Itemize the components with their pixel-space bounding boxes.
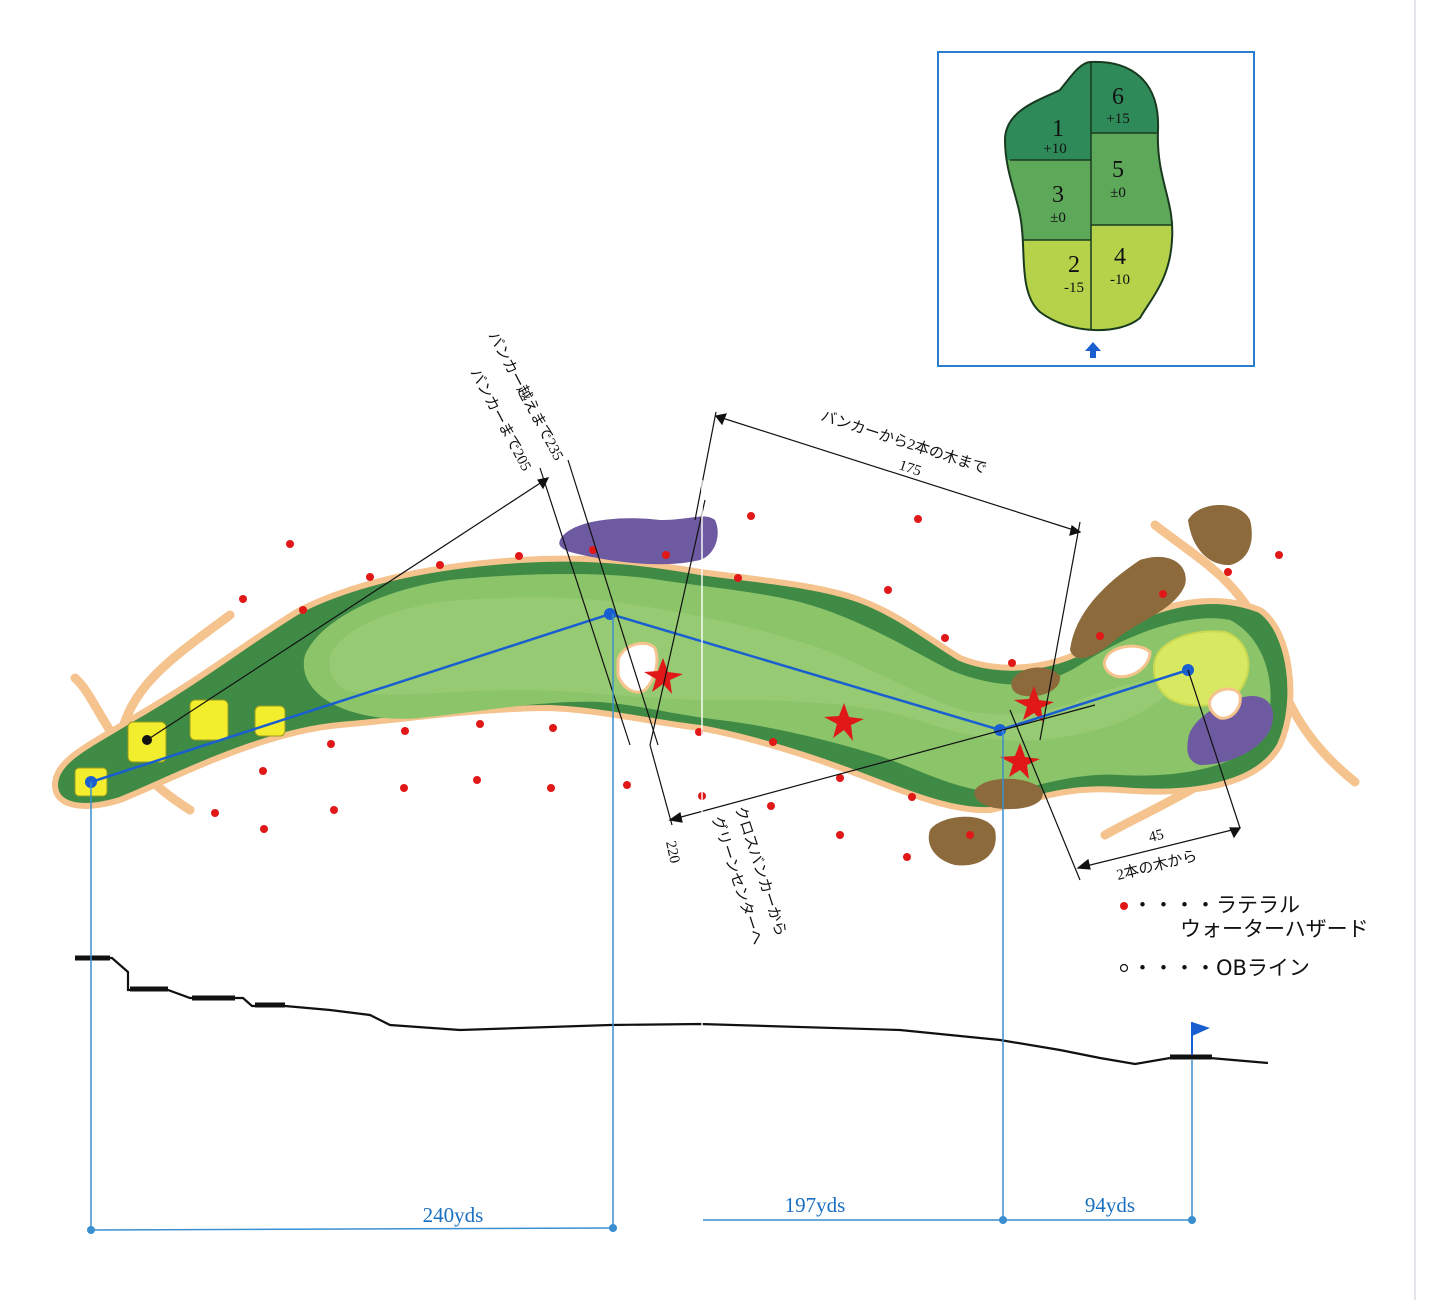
legend: ・・・・ラテラル ウォーターハザード ・・・・OBライン <box>1119 893 1369 980</box>
legend-ob-label: ・・・・OBライン <box>1132 956 1310 980</box>
zone-3-number: 3 <box>1052 182 1064 208</box>
hazard-dots <box>211 512 1283 861</box>
zone-5-modifier: ±0 <box>1110 185 1126 201</box>
tree-cluster-5 <box>928 816 996 866</box>
tee-box-ladies <box>254 705 286 737</box>
zone-2-number: 2 <box>1068 252 1080 278</box>
water-hazard-left <box>559 516 718 565</box>
target-star <box>1000 743 1040 779</box>
zone-3-modifier: ±0 <box>1050 210 1066 226</box>
zone-4-modifier: -10 <box>1110 272 1130 288</box>
target-star <box>824 703 864 741</box>
distance-annotations <box>146 411 1242 881</box>
zone-1-number: 1 <box>1052 116 1064 142</box>
tree-cluster-1 <box>1188 505 1252 566</box>
greenside-bunker-right <box>1208 687 1242 720</box>
putting-green <box>1152 630 1250 707</box>
segment-label-3: 94yds <box>1085 1193 1135 1217</box>
tree-cluster-4 <box>974 778 1043 810</box>
flag-icon <box>1192 1022 1210 1036</box>
label-cross-value: 220 <box>662 840 682 865</box>
zone-2-modifier: -15 <box>1064 280 1084 296</box>
tree-cluster-3 <box>1011 667 1061 697</box>
label-from-trees: 2本の木から <box>1115 847 1199 883</box>
legend-lateral-label: ・・・・ラテラル <box>1132 893 1300 917</box>
zone-5-number: 5 <box>1112 157 1124 183</box>
zone-4-number: 4 <box>1114 244 1126 270</box>
legend-ob-dot <box>1119 963 1129 973</box>
target-star <box>1014 686 1054 722</box>
elevation-profile <box>75 955 1269 1066</box>
target-stars <box>644 658 1054 779</box>
legend-lateral-label-2: ウォーターハザード <box>1180 917 1369 941</box>
up-arrow-icon <box>1085 342 1101 358</box>
segment-label-2: 197yds <box>785 1193 846 1217</box>
hole-layout <box>51 505 1360 866</box>
distance-segments <box>87 614 1196 1234</box>
zone-6-modifier: +15 <box>1106 111 1129 127</box>
label-from-trees-value: 45 <box>1147 827 1165 846</box>
cross-bunker <box>616 641 659 694</box>
legend-lateral-dot <box>1120 902 1128 910</box>
fairway-center <box>329 597 1180 741</box>
water-hazard-right <box>1187 695 1274 765</box>
zone-6-number: 6 <box>1112 84 1124 110</box>
tee-box-regular <box>189 699 229 741</box>
target-star <box>644 658 683 694</box>
label-bunker-to-trees-value: 175 <box>897 458 923 480</box>
green-chart: 1 +10 6 +15 3 ±0 5 ±0 2 -15 4 -10 <box>937 51 1255 367</box>
zone-1-modifier: +10 <box>1043 141 1066 157</box>
segment-label-1: 240yds <box>423 1203 484 1227</box>
greenside-bunker-left <box>1102 644 1152 679</box>
